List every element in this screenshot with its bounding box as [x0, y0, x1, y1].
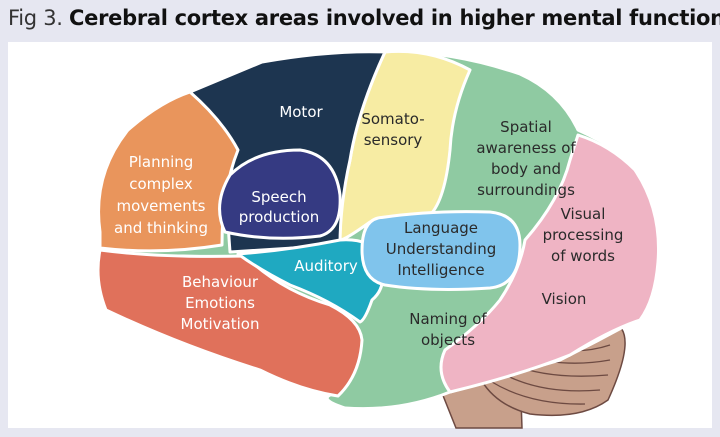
- figure-number: Fig 3.: [8, 6, 63, 30]
- label-auditory: Auditory: [294, 257, 358, 275]
- label-vision: Vision: [542, 290, 587, 308]
- figure-title: Fig 3. Cerebral cortex areas involved in…: [8, 6, 720, 30]
- region-auditory: [236, 238, 385, 324]
- label-somatosensory: Somato-sensory: [361, 110, 424, 149]
- figure-heading: Cerebral cortex areas involved in higher…: [69, 6, 720, 30]
- region-planning: [97, 90, 240, 253]
- region-language: [360, 210, 522, 291]
- label-motor: Motor: [279, 103, 323, 121]
- region-speech: [218, 148, 342, 240]
